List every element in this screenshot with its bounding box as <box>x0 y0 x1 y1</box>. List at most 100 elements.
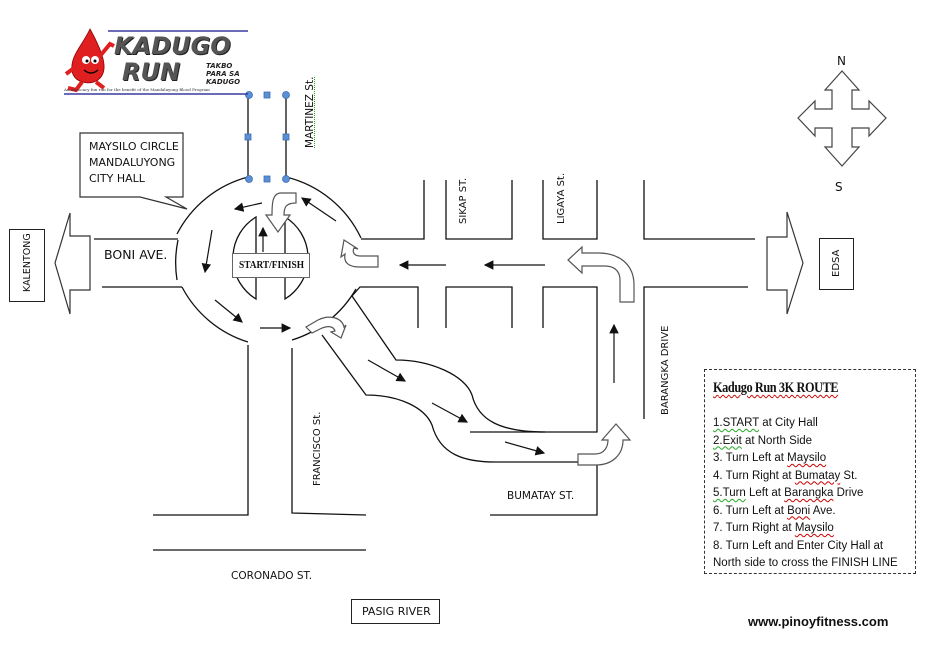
callout-line-2: MANDALUYONG <box>89 156 176 169</box>
turn-arrows <box>264 192 635 466</box>
route-step-text: St. <box>840 469 858 482</box>
route-arrow <box>214 299 243 323</box>
roundabout-outer-arc-left <box>175 239 179 281</box>
block-bottom-2 <box>445 286 513 328</box>
street-martinez: MARTINEZ St. <box>304 76 316 148</box>
route-step: 7. Turn Right at Maysilo <box>713 520 907 538</box>
roundabout-outer-arc-bottom-left <box>181 286 249 343</box>
route-arrow <box>504 441 546 456</box>
compass-south-label: S <box>835 180 843 194</box>
route-step-text: 5.Turn <box>713 487 746 499</box>
bumatay-block <box>490 461 598 516</box>
route-step-text: Barangka <box>784 487 834 499</box>
start-finish-label: START/FINISH <box>239 259 304 271</box>
route-step-text: Ave. <box>810 504 836 517</box>
route-step-text: Bumatay <box>794 469 841 482</box>
route-step: 3. Turn Left at Maysilo <box>713 450 907 468</box>
block-top-2 <box>445 180 513 240</box>
selection-handle[interactable] <box>263 91 271 99</box>
callout-line-3: CITY HALL <box>89 172 145 185</box>
street-barangka-drive: BARANGKA DRIVE <box>660 325 671 415</box>
street-sikap: SIKAP ST. <box>458 177 469 224</box>
block-bottom-4 <box>643 286 748 419</box>
selection-handle[interactable] <box>263 175 271 183</box>
route-step: 4. Turn Right at Bumatay St. <box>713 468 907 486</box>
kalentong-label: KALENTONG <box>22 233 33 292</box>
route-arrow <box>367 359 407 382</box>
street-francisco: FRANCISCO St. <box>312 411 323 486</box>
francisco-road-left <box>153 345 249 516</box>
edsa-label: EDSA <box>831 249 842 277</box>
block-top-3 <box>542 180 598 240</box>
route-arrow <box>301 197 337 222</box>
roundabout-outer-arc-top-right <box>285 176 362 239</box>
roundabout-outer-arc-top-left <box>176 176 249 235</box>
compass-four-way-arrow-icon <box>797 70 887 167</box>
selection-handles <box>244 91 290 183</box>
selection-handle[interactable] <box>244 133 252 141</box>
route-step: 5.Turn Left at Barangka Drive <box>713 485 907 503</box>
edsa-box: EDSA <box>819 238 854 290</box>
turn-arrow-bumatay-icon <box>305 316 347 339</box>
route-step: 1.START at City Hall <box>713 415 907 433</box>
street-coronado: CORONADO ST. <box>231 570 313 582</box>
callout-text: MAYSILO CIRCLE MANDALUYONG CITY HALL <box>89 139 179 187</box>
blood-drop-runner-icon <box>64 28 248 95</box>
logo-tagline-2: PARA SA <box>206 70 240 78</box>
roundabout-outer-arc-bottom-right <box>291 288 357 341</box>
route-step: 2.Exit at North Side <box>713 433 907 451</box>
block-bottom-1 <box>351 286 419 328</box>
turn-arrow-enter-maysilo-icon <box>340 239 379 268</box>
logo-title-line1: KADUGO <box>114 32 231 60</box>
route-arrows <box>201 197 619 456</box>
footer-url[interactable]: www.pinoyfitness.com <box>748 614 889 629</box>
route-step-text: Maysilo <box>794 522 834 534</box>
compass-north-label: N <box>837 54 846 68</box>
roads <box>94 95 755 551</box>
route-step: 6. Turn Left at Boni Ave. <box>713 503 907 521</box>
route-legend-title: Kadugo Run 3K ROUTE <box>713 380 839 396</box>
selection-handle[interactable] <box>282 91 290 99</box>
route-step-text: Left at <box>745 487 785 499</box>
francisco-road-right <box>291 348 367 516</box>
logo-title-line2: RUN <box>122 58 181 86</box>
turn-arrow-boni-icon <box>567 245 635 303</box>
route-arrow <box>233 202 263 212</box>
route-step-text: 7. Turn Right at <box>713 522 795 534</box>
route-step: 8. Turn Left and Enter City Hall at Nort… <box>713 538 907 573</box>
edsa-arrow-icon <box>766 211 804 315</box>
street-bumatay: BUMATAY ST. <box>507 490 575 502</box>
route-arrow <box>431 402 469 423</box>
logo-tagline-1: TAKBO <box>206 62 233 70</box>
block-top-4 <box>643 180 755 240</box>
route-step-text: 1.START <box>713 417 760 429</box>
callout-line-1: MAYSILO CIRCLE <box>89 140 179 153</box>
start-finish-box: START/FINISH <box>232 253 310 278</box>
kalentong-arrow-icon <box>54 212 91 315</box>
callout-bubble <box>79 132 188 210</box>
bumatay-road-lower <box>321 334 496 463</box>
turn-arrow-barangka-icon <box>577 423 632 466</box>
route-step-text: Boni <box>787 504 811 517</box>
bumatay-road-upper <box>351 295 546 433</box>
selection-handle[interactable] <box>282 133 290 141</box>
route-step-text: at City Hall <box>759 417 818 429</box>
route-step-text: 4. Turn Right at <box>713 469 795 482</box>
pasig-river-label: PASIG RIVER <box>362 605 431 618</box>
kalentong-box: KALENTONG <box>9 229 45 302</box>
kadugo-run-logo: KADUGO RUN TAKBO PARA SA KADUGO An advoc… <box>64 26 254 96</box>
route-arrow <box>201 229 213 274</box>
logo-subtitle: An advocacy fun run for the benefit of t… <box>64 87 210 92</box>
street-ligaya: LIGAYA St. <box>556 172 567 224</box>
route-step-text: Drive <box>833 487 864 499</box>
selection-handle[interactable] <box>282 175 290 183</box>
selection-handle[interactable] <box>245 175 253 183</box>
route-step-text: 6. Turn Left at <box>713 504 788 517</box>
route-legend: Kadugo Run 3K ROUTE 1.START at City Hall… <box>704 369 916 574</box>
pasig-river-box: PASIG RIVER <box>351 599 440 624</box>
turn-arrow-exit-north-icon <box>264 192 297 234</box>
route-step-text: at North Side <box>741 434 813 447</box>
street-boni-ave: BONI AVE. <box>104 247 168 262</box>
